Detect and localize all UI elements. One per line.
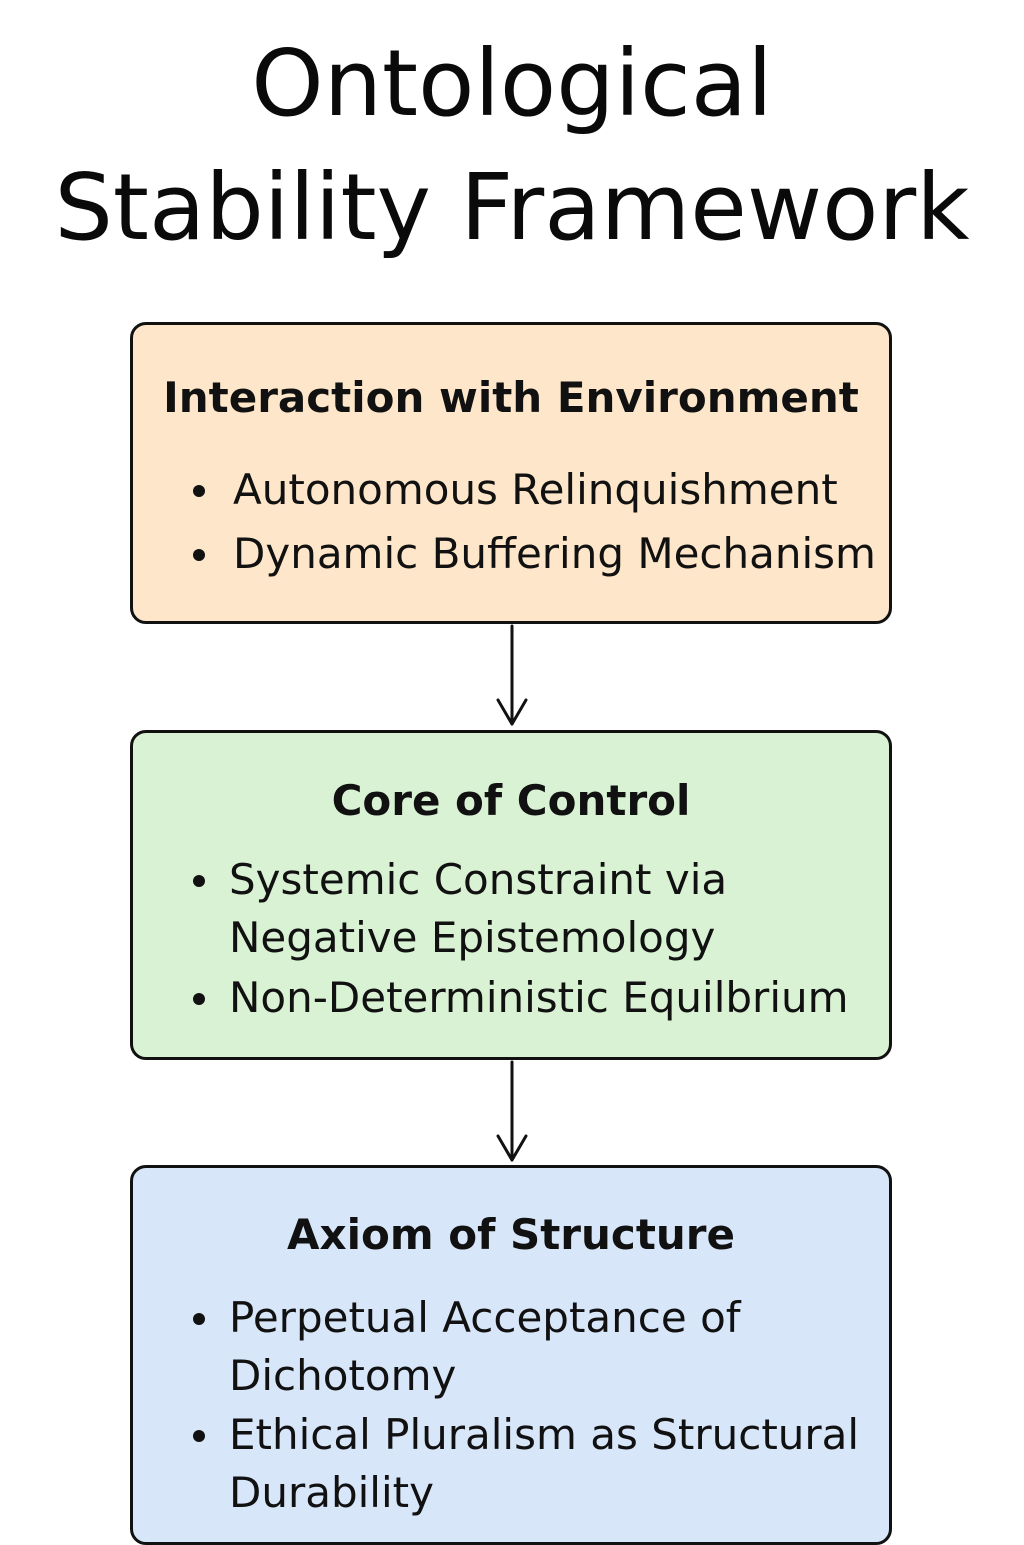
list-item: Perpetual Acceptance of [229, 1293, 741, 1342]
bullet-icon [193, 549, 205, 561]
box-core-of-control: Core of Control Systemic Constraint via … [130, 730, 892, 1060]
list-item-continuation: Durability [229, 1468, 434, 1517]
list-item: Dynamic Buffering Mechanism [233, 529, 876, 578]
box-heading: Core of Control [331, 776, 691, 825]
list-item-continuation: Dichotomy [229, 1351, 457, 1400]
bullet-icon [193, 993, 205, 1005]
bullet-icon [193, 875, 205, 887]
box-heading: Interaction with Environment [163, 373, 859, 422]
box-axiom-of-structure: Axiom of Structure Perpetual Acceptance … [130, 1165, 892, 1545]
list-item: Autonomous Relinquishment [233, 465, 838, 514]
bullet-icon [193, 1430, 205, 1442]
diagram-title-line-2: Stability Framework [54, 154, 970, 261]
list-item: Systemic Constraint via [229, 855, 728, 904]
list-item-continuation: Negative Epistemology [229, 913, 716, 962]
bullet-icon [193, 485, 205, 497]
bullet-icon [193, 1313, 205, 1325]
list-item: Non-Deterministic Equilbrium [229, 973, 849, 1022]
list-item: Ethical Pluralism as Structural [229, 1410, 860, 1459]
box-heading: Axiom of Structure [287, 1210, 735, 1259]
box-interaction-with-environment: Interaction with Environment Autonomous … [130, 322, 892, 624]
diagram-title-line-1: Ontological [251, 30, 773, 137]
